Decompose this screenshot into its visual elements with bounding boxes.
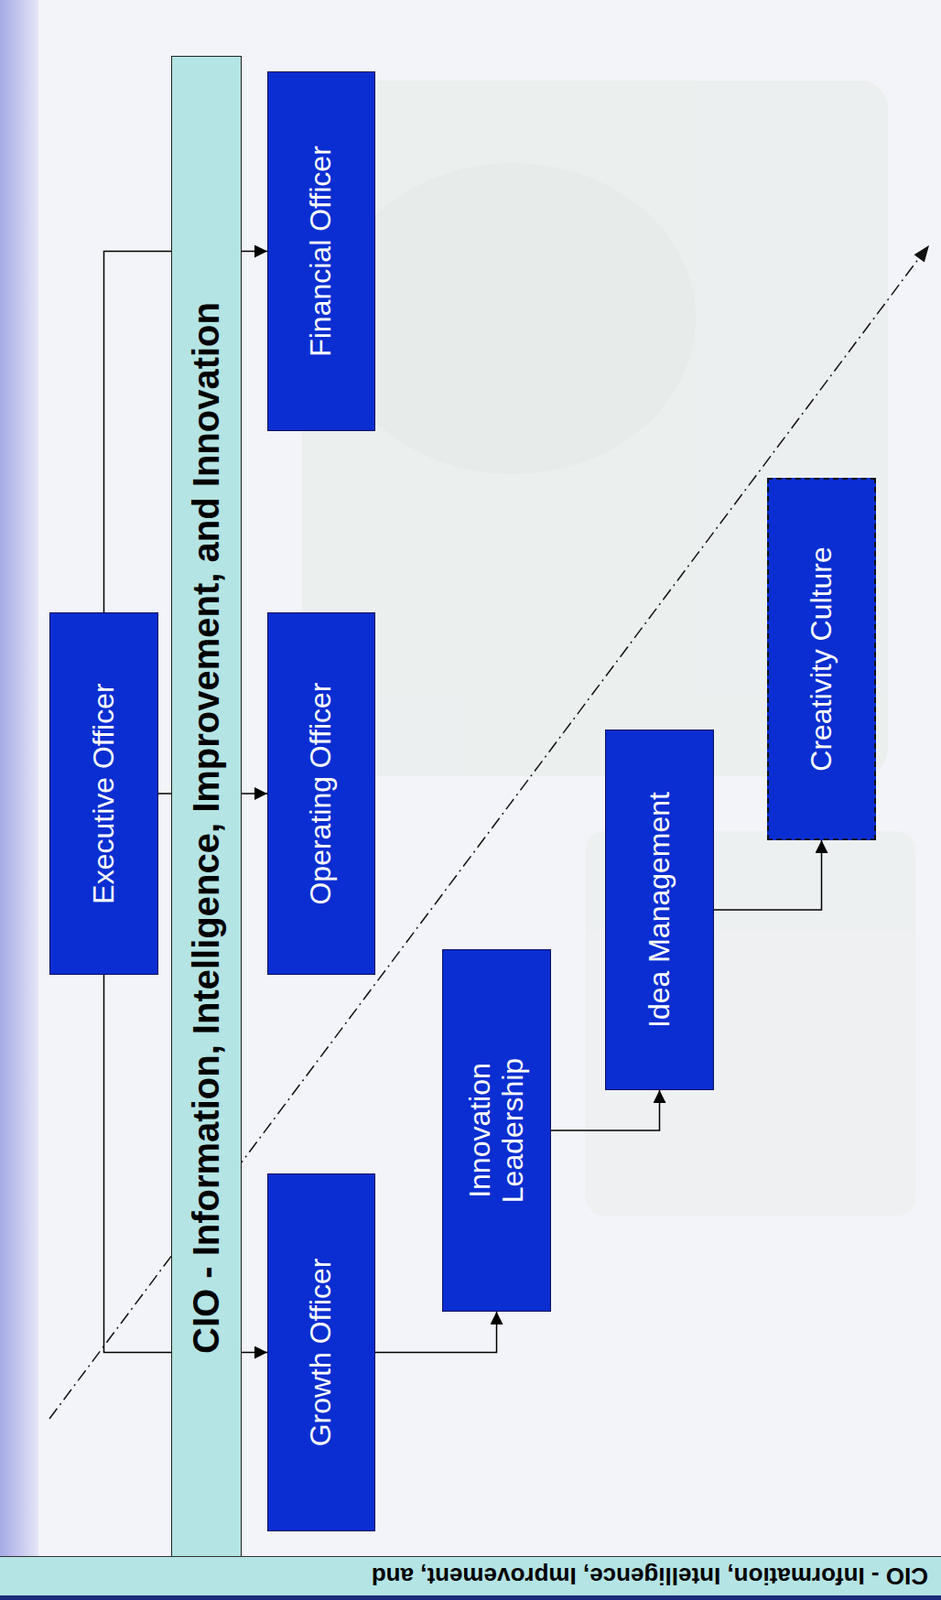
title-bar	[0, 0, 39, 1600]
connector-arrow	[375, 1311, 498, 1353]
connector-arrow	[551, 1090, 660, 1131]
officer-box: Financial Officer	[267, 71, 376, 432]
trend-arrowhead	[914, 245, 930, 263]
title-strip: CIO - Information, Intelligence, Improve…	[0, 1556, 941, 1600]
process-box: Idea Management	[605, 729, 714, 1091]
node-label: Growth Officer	[304, 1258, 338, 1448]
slide-title: CIO - Information, Intelligence, Improve…	[371, 1562, 929, 1591]
money-watermark	[302, 80, 916, 1216]
node-label: Innovation Leadership	[464, 1043, 530, 1218]
officer-box: Executive Officer	[49, 612, 159, 975]
node-label: Creativity Culture	[805, 546, 839, 771]
connector-arrow	[713, 840, 823, 910]
node-label: CIO - Information, Intelligence, Improve…	[185, 302, 228, 1354]
node-label: Executive Officer	[87, 682, 121, 904]
title-band: CIO - Information, Intelligence, Improve…	[171, 55, 242, 1600]
node-label: Idea Management	[643, 791, 677, 1028]
officer-box: Growth Officer	[267, 1173, 376, 1532]
node-label: Financial Officer	[304, 145, 338, 357]
process-box: Innovation Leadership	[442, 949, 552, 1312]
officer-box: Operating Officer	[267, 612, 376, 975]
process-box: Creativity Culture	[767, 477, 877, 841]
node-label: Operating Officer	[304, 681, 338, 905]
